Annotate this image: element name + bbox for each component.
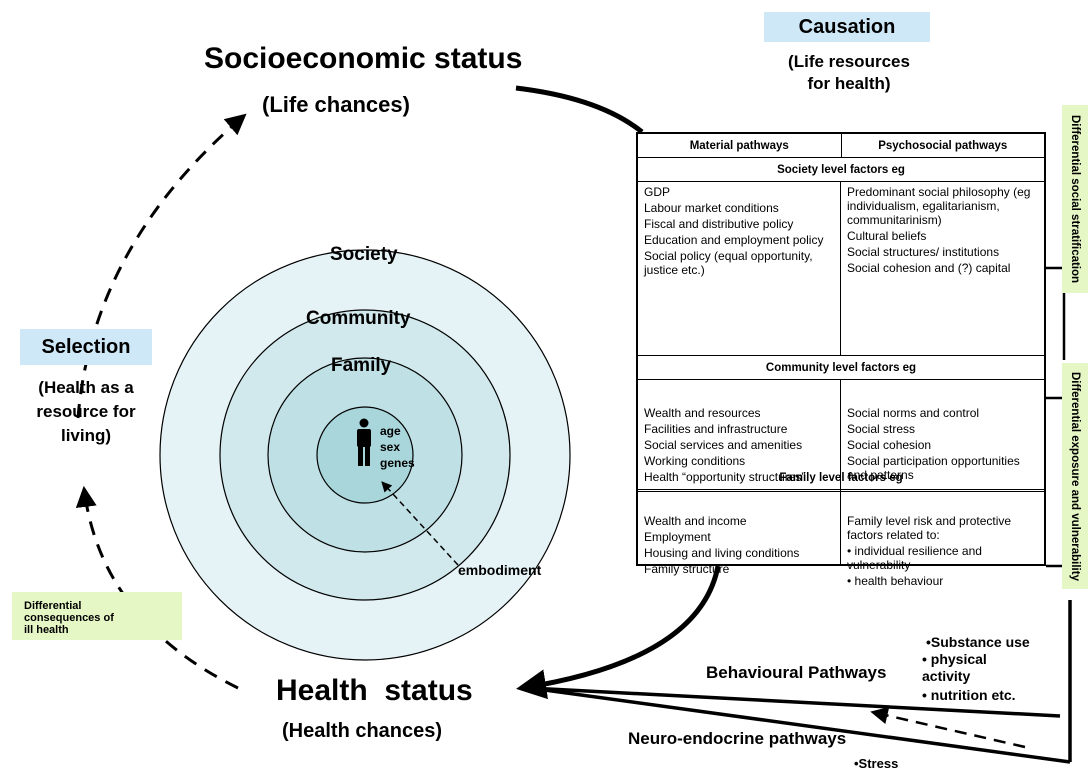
family-level-header: Family level factors eg [638,466,1044,490]
society-level-header: Society level factors eg [638,158,1044,182]
table-cell-item: Employment [644,530,711,544]
behavioural-pathways-label: Behavioural Pathways [706,663,887,682]
table-cell-item: Wealth and resources [644,406,761,420]
table-cell-item: Fiscal and distributive policy [644,217,794,231]
causation-sub2: for health) [807,74,891,93]
table-cell-item: Health “opportunity structures” [644,470,806,484]
selection-label: Selection [20,329,152,365]
table-cell-item: Family level risk and protective factors… [847,514,1012,542]
table-cell-item: Cultural beliefs [847,229,927,243]
differential-consequences-line3: ill health [24,624,69,636]
exposure-label: Differential exposure and vulnerability [1062,363,1088,589]
table-cell-item: Social participation opportunities and p… [847,454,1020,482]
material-pathways-header: Material pathways [638,134,842,157]
person-age: age [380,424,401,438]
embodiment-arrow [381,481,459,566]
stratification-label: Differential social stratification [1062,105,1088,293]
society-label: Society [330,244,398,265]
health-status-subtitle: (Health chances) [282,720,443,742]
table-cell-item: • individual resilience and vulnerabilit… [847,544,982,572]
factor-table: Material pathways Psychosocial pathways … [636,132,1046,588]
differential-consequences-line1: Differential [24,600,82,612]
table-column-headers: Material pathways Psychosocial pathways [638,134,1044,158]
selection-sub1: (Health as a [38,378,134,397]
table-cell-item: Social norms and control [847,406,980,420]
person-sex: sex [380,440,401,454]
family-label: Family [331,355,392,376]
table-cell-item: Social cohesion [847,438,932,452]
causation-line [515,85,644,134]
behavioural-item-nutrition: • nutrition etc. [922,687,1016,703]
differential-consequences-line2: consequences of [24,612,114,624]
table-cell-item: Labour market conditions [644,201,779,215]
society-psychosocial-list: Predominant social philosophy (eg indivi… [841,182,1044,355]
selection-sub2: resource for [36,402,136,421]
table-cell-item: Housing and living conditions [644,546,800,560]
table-cell-item: Family structure [644,562,730,576]
selection-arc-upper [76,113,247,419]
causation-sub1: (Life resources [788,52,910,71]
selection-arc-lower [75,485,239,690]
table-cell-item: Working conditions [644,454,746,468]
behavioural-item-activity: activity [922,668,971,684]
behavioural-line-bottom [529,686,1071,764]
table-cell-item: Wealth and income [644,514,747,528]
neuro-item-stress: •Stress [854,756,899,771]
table-cell-item: Social structures/ institutions [847,245,1000,259]
behavioural-item-physical: • physical [922,651,987,667]
behavioural-line-top [529,686,1061,718]
embodiment-label: embodiment [458,562,542,578]
table-cell-item: Predominant social philosophy (eg indivi… [847,185,1031,227]
table-cell-item: Education and employment policy [644,233,824,247]
community-label: Community [306,308,411,329]
socioeconomic-subtitle: (Life chances) [262,92,410,117]
table-cell-item: Social services and amenities [644,438,803,452]
table-cell-item: Social stress [847,422,916,436]
behavioural-item-substance: •Substance use [926,634,1030,650]
neuro-pathways-label: Neuro-endocrine pathways [628,729,847,748]
socioeconomic-title: Socioeconomic status [204,42,523,75]
table-to-health-curve [516,565,721,700]
causation-label: Causation [764,12,930,42]
health-status-title: Health status [276,674,473,707]
person-genes: genes [380,456,415,470]
table-cell-item: Social cohesion and (?) capital [847,261,1011,275]
table-cell-item: GDP [644,185,671,199]
person-icon [357,418,371,466]
table-cell-item: • health behaviour [847,574,944,588]
community-level-header: Community level factors eg [638,356,1044,380]
table-cell-item: Social policy (equal opportunity, justic… [644,249,813,277]
family-psychosocial-list: Family level risk and protective factors… [841,490,1044,588]
neuro-feedback-arrow [870,706,1026,749]
selection-sub3: living) [60,426,112,445]
differential-consequences-box: Differential consequences of ill health [12,592,182,640]
table-cell-item: Facilities and infrastructure [644,422,788,436]
psychosocial-pathways-header: Psychosocial pathways [878,139,1008,152]
